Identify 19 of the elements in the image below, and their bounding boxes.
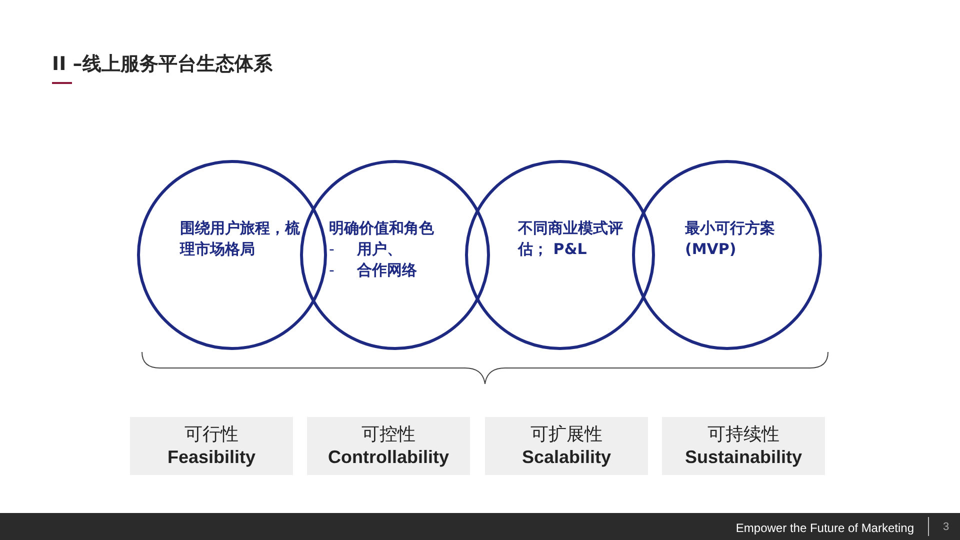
circle-heading: 明确价值和角色 <box>329 218 435 239</box>
list-item: 用户、 <box>357 239 402 260</box>
footer-slogan: Empower the Future of Marketing <box>736 520 914 537</box>
category-chinese: 可控性 <box>362 424 416 446</box>
circle-text: 最小可行方案(MVP) <box>685 218 776 260</box>
list-dash: - <box>329 239 336 260</box>
category-english: Feasibility <box>167 446 256 468</box>
slide-title: II –线上服务平台生态体系 <box>52 52 272 77</box>
category-english: Scalability <box>522 446 612 468</box>
page-number: 3 <box>943 520 950 535</box>
circle-text: 不同商业模式评估； P&L <box>518 218 624 260</box>
category-chinese: 可扩展性 <box>530 424 602 446</box>
circle-text: 围绕用户旅程，梳理市场格局 <box>180 218 301 260</box>
category-english: Sustainability <box>684 446 802 468</box>
list-dash: - <box>329 260 336 281</box>
category-english: Controllability <box>328 446 449 468</box>
category-chinese: 可行性 <box>184 424 238 446</box>
category-chinese: 可持续性 <box>708 424 780 446</box>
list-item: 合作网络 <box>357 260 417 281</box>
